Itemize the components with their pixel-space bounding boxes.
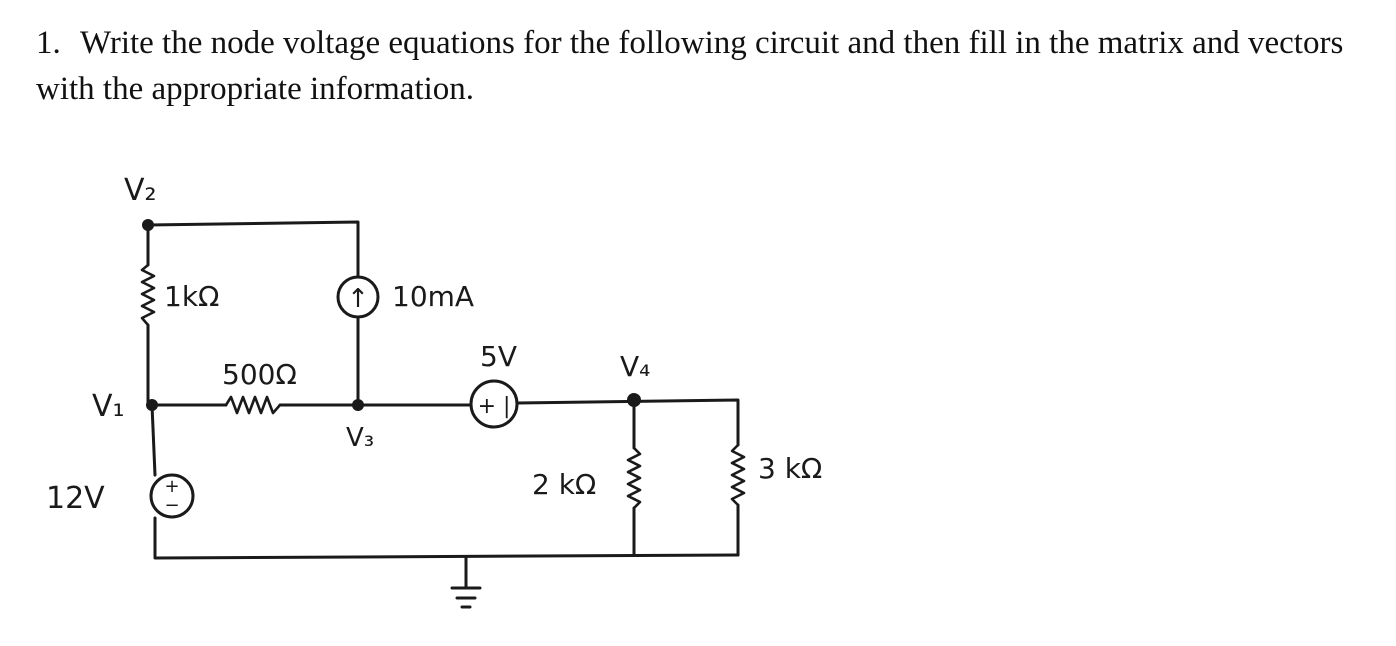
node-v2-label: V₂ bbox=[124, 173, 157, 208]
node-v1-label: V₁ bbox=[92, 389, 125, 424]
voltage-source-12v-plus: + bbox=[164, 476, 179, 497]
current-source-symbol: ↑ bbox=[336, 275, 380, 319]
voltage-source-5v-label: 5V bbox=[480, 340, 517, 373]
ground-icon bbox=[450, 586, 482, 609]
voltage-source-12v-symbol: + − bbox=[149, 473, 195, 519]
voltage-source-12v-minus: − bbox=[164, 495, 179, 516]
resistor-3k-symbol bbox=[730, 444, 746, 506]
resistor-2k-symbol bbox=[626, 447, 642, 509]
question-number: 1. bbox=[36, 25, 61, 61]
node-v1-dot bbox=[146, 399, 158, 411]
node-v4-label: V₄ bbox=[620, 350, 650, 383]
voltage-source-5v-polarity: + | bbox=[478, 394, 511, 419]
resistor-500-label: 500Ω bbox=[222, 358, 297, 391]
resistor-3k-label: 3 kΩ bbox=[758, 452, 822, 485]
resistor-2k-label: 2 kΩ bbox=[532, 468, 596, 501]
question-text: 1.Write the node voltage equations for t… bbox=[36, 20, 1386, 112]
resistor-1k-label: 1kΩ bbox=[164, 280, 219, 313]
current-arrow-icon: ↑ bbox=[347, 284, 369, 314]
current-source-label: 10mA bbox=[392, 280, 474, 313]
node-v4-dot bbox=[627, 393, 641, 407]
node-v3-dot bbox=[352, 399, 364, 411]
node-v3-label: V₃ bbox=[346, 423, 374, 453]
node-v2-dot bbox=[142, 219, 154, 231]
question-body: Write the node voltage equations for the… bbox=[36, 25, 1344, 107]
voltage-source-5v-symbol: + | bbox=[469, 379, 519, 429]
resistor-1k-symbol bbox=[140, 264, 156, 326]
voltage-source-12v-label: 12V bbox=[46, 481, 105, 516]
resistor-500-symbol bbox=[224, 395, 281, 415]
circuit-wires bbox=[146, 220, 740, 590]
